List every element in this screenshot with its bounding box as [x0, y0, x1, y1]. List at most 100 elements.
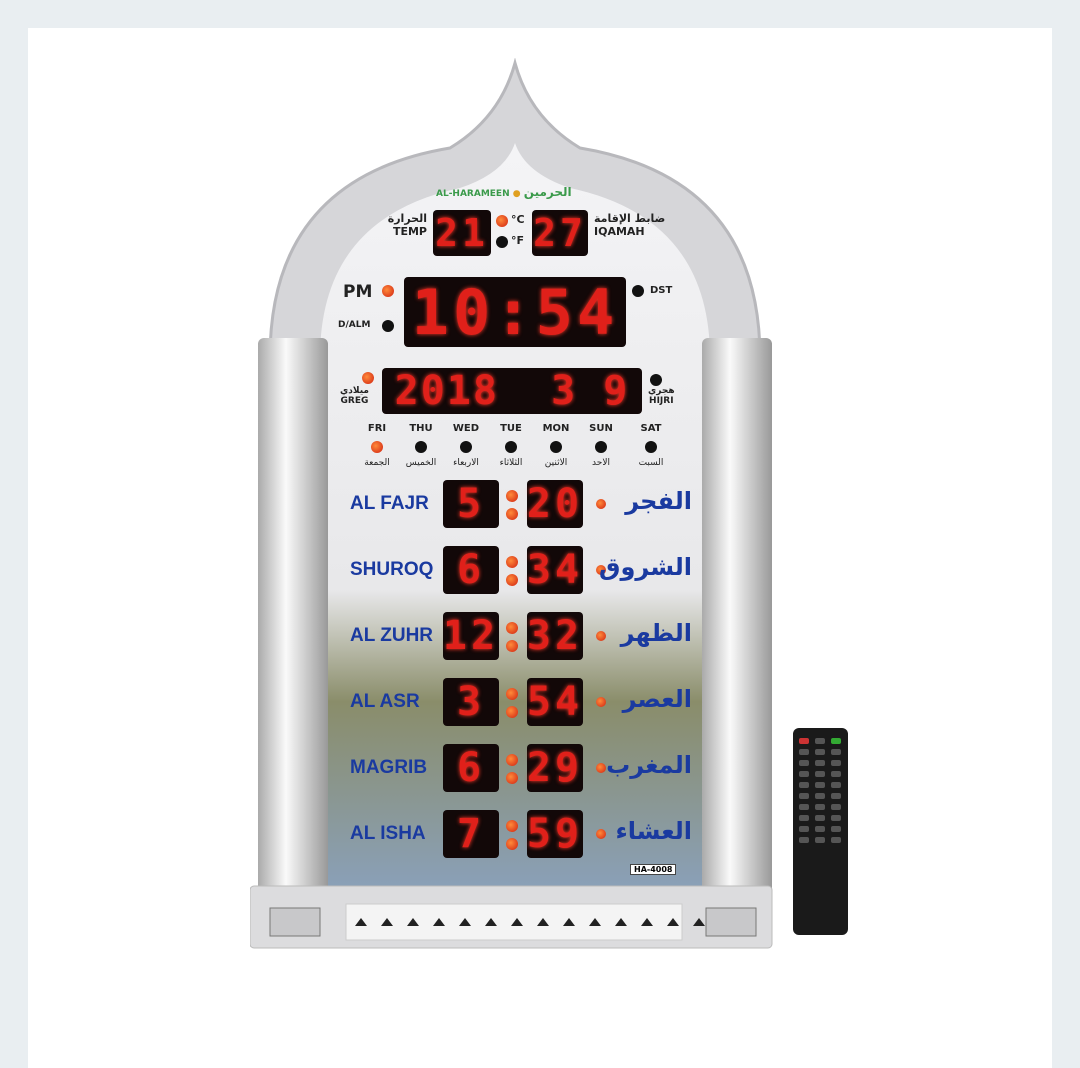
day-label: THU: [409, 423, 433, 434]
day-label-arabic: الخميس: [405, 458, 437, 468]
prayer-minute: 59: [526, 810, 584, 858]
remote-key[interactable]: [831, 760, 841, 766]
clock-button[interactable]: [634, 904, 660, 940]
day-indicator: [645, 441, 657, 453]
dst-label: DST: [650, 285, 673, 296]
remote-key[interactable]: [799, 760, 809, 766]
greg-label-arabic: ميلادي: [340, 386, 369, 396]
hijri-label-english: HIJRI: [649, 396, 674, 406]
dst-indicator: [632, 285, 644, 297]
clock-button[interactable]: [400, 904, 426, 940]
up-arrow-icon: [667, 918, 679, 926]
greg-label-english: GREG: [340, 396, 369, 406]
clock-button[interactable]: [582, 904, 608, 940]
hijri-label-arabic: هجري: [648, 386, 675, 396]
prayer-hour: 3: [443, 678, 499, 726]
prayer-hour: 7: [443, 810, 499, 858]
prayer-indicator: [596, 697, 606, 707]
day-label: TUE: [500, 423, 522, 434]
remote-key[interactable]: [831, 749, 841, 755]
remote-key[interactable]: [831, 804, 841, 810]
pm-indicator: [382, 285, 394, 297]
remote-key[interactable]: [815, 793, 825, 799]
remote-keypad: [793, 728, 848, 853]
remote-key[interactable]: [815, 771, 825, 777]
clock-button[interactable]: [478, 904, 504, 940]
remote-key[interactable]: [815, 815, 825, 821]
remote-key[interactable]: [799, 815, 809, 821]
up-arrow-icon: [615, 918, 627, 926]
iqama-label-arabic: ضابط الإقامة: [594, 212, 666, 225]
iqama-display: 27: [532, 210, 588, 256]
prayer-minute: 20: [526, 480, 584, 528]
prayer-minute: 54: [526, 678, 584, 726]
colon-dot: [506, 490, 518, 502]
prayer-name: SHUROQ: [350, 559, 434, 580]
remote-key[interactable]: [815, 826, 825, 832]
up-arrow-icon: [485, 918, 497, 926]
remote-key[interactable]: [799, 804, 809, 810]
remote-key[interactable]: [831, 793, 841, 799]
remote-key[interactable]: [799, 837, 809, 843]
day-label: MON: [542, 423, 570, 434]
remote-key[interactable]: [799, 826, 809, 832]
date-display: 2018 3 9: [382, 368, 642, 414]
remote-key[interactable]: [831, 771, 841, 777]
fahrenheit-label: °F: [511, 234, 525, 247]
remote-key[interactable]: [799, 782, 809, 788]
clock-button[interactable]: [504, 904, 530, 940]
remote-key[interactable]: [799, 738, 809, 744]
prayer-name-arabic: الفجر: [625, 487, 692, 515]
prayer-minute: 29: [526, 744, 584, 792]
remote-key[interactable]: [831, 738, 841, 744]
brand-latin: AL-HARAMEEN: [436, 189, 510, 199]
remote-key[interactable]: [815, 749, 825, 755]
remote-key[interactable]: [799, 771, 809, 777]
prayer-name-arabic: العشاء: [615, 817, 693, 845]
remote-key[interactable]: [831, 837, 841, 843]
clock-button[interactable]: [348, 904, 374, 940]
clock-button[interactable]: [556, 904, 582, 940]
prayer-name-arabic: الظهر: [620, 619, 692, 647]
prayer-name: AL FAJR: [350, 493, 429, 514]
model-label: HA-4008: [630, 864, 677, 875]
remote-key[interactable]: [799, 749, 809, 755]
prayer-hour: 6: [443, 546, 499, 594]
day-label-arabic: الاثنين: [544, 458, 568, 468]
remote-key[interactable]: [831, 815, 841, 821]
clock-button[interactable]: [374, 904, 400, 940]
remote-key[interactable]: [831, 782, 841, 788]
prayer-minute: 32: [526, 612, 584, 660]
remote-key[interactable]: [815, 804, 825, 810]
clock-button[interactable]: [452, 904, 478, 940]
up-arrow-icon: [693, 918, 705, 926]
up-arrow-icon: [589, 918, 601, 926]
temp-label-english: TEMP: [392, 225, 427, 238]
day-label-arabic: الاربعاء: [453, 458, 479, 468]
remote-key[interactable]: [799, 793, 809, 799]
remote-key[interactable]: [815, 738, 825, 744]
colon-dot: [506, 754, 518, 766]
prayer-name: AL ISHA: [350, 823, 426, 844]
brand-emblem-icon: ●: [512, 189, 521, 199]
remote-key[interactable]: [815, 782, 825, 788]
clock-button[interactable]: [530, 904, 556, 940]
day-label-arabic: الثلاثاء: [499, 458, 523, 468]
remote-key[interactable]: [815, 837, 825, 843]
clock-button[interactable]: [426, 904, 452, 940]
remote-key[interactable]: [831, 826, 841, 832]
prayer-indicator: [596, 829, 606, 839]
clock-button[interactable]: [686, 904, 712, 940]
remote-key[interactable]: [815, 760, 825, 766]
clock-button[interactable]: [660, 904, 686, 940]
prayer-hour: 5: [443, 480, 499, 528]
celsius-indicator: [496, 215, 508, 227]
pm-label: PM: [343, 282, 373, 302]
colon-dot: [506, 820, 518, 832]
colon-dot: [506, 772, 518, 784]
colon-dot: [506, 640, 518, 652]
up-arrow-icon: [381, 918, 393, 926]
clock-button[interactable]: [608, 904, 634, 940]
prayer-name-arabic: العصر: [622, 685, 692, 713]
